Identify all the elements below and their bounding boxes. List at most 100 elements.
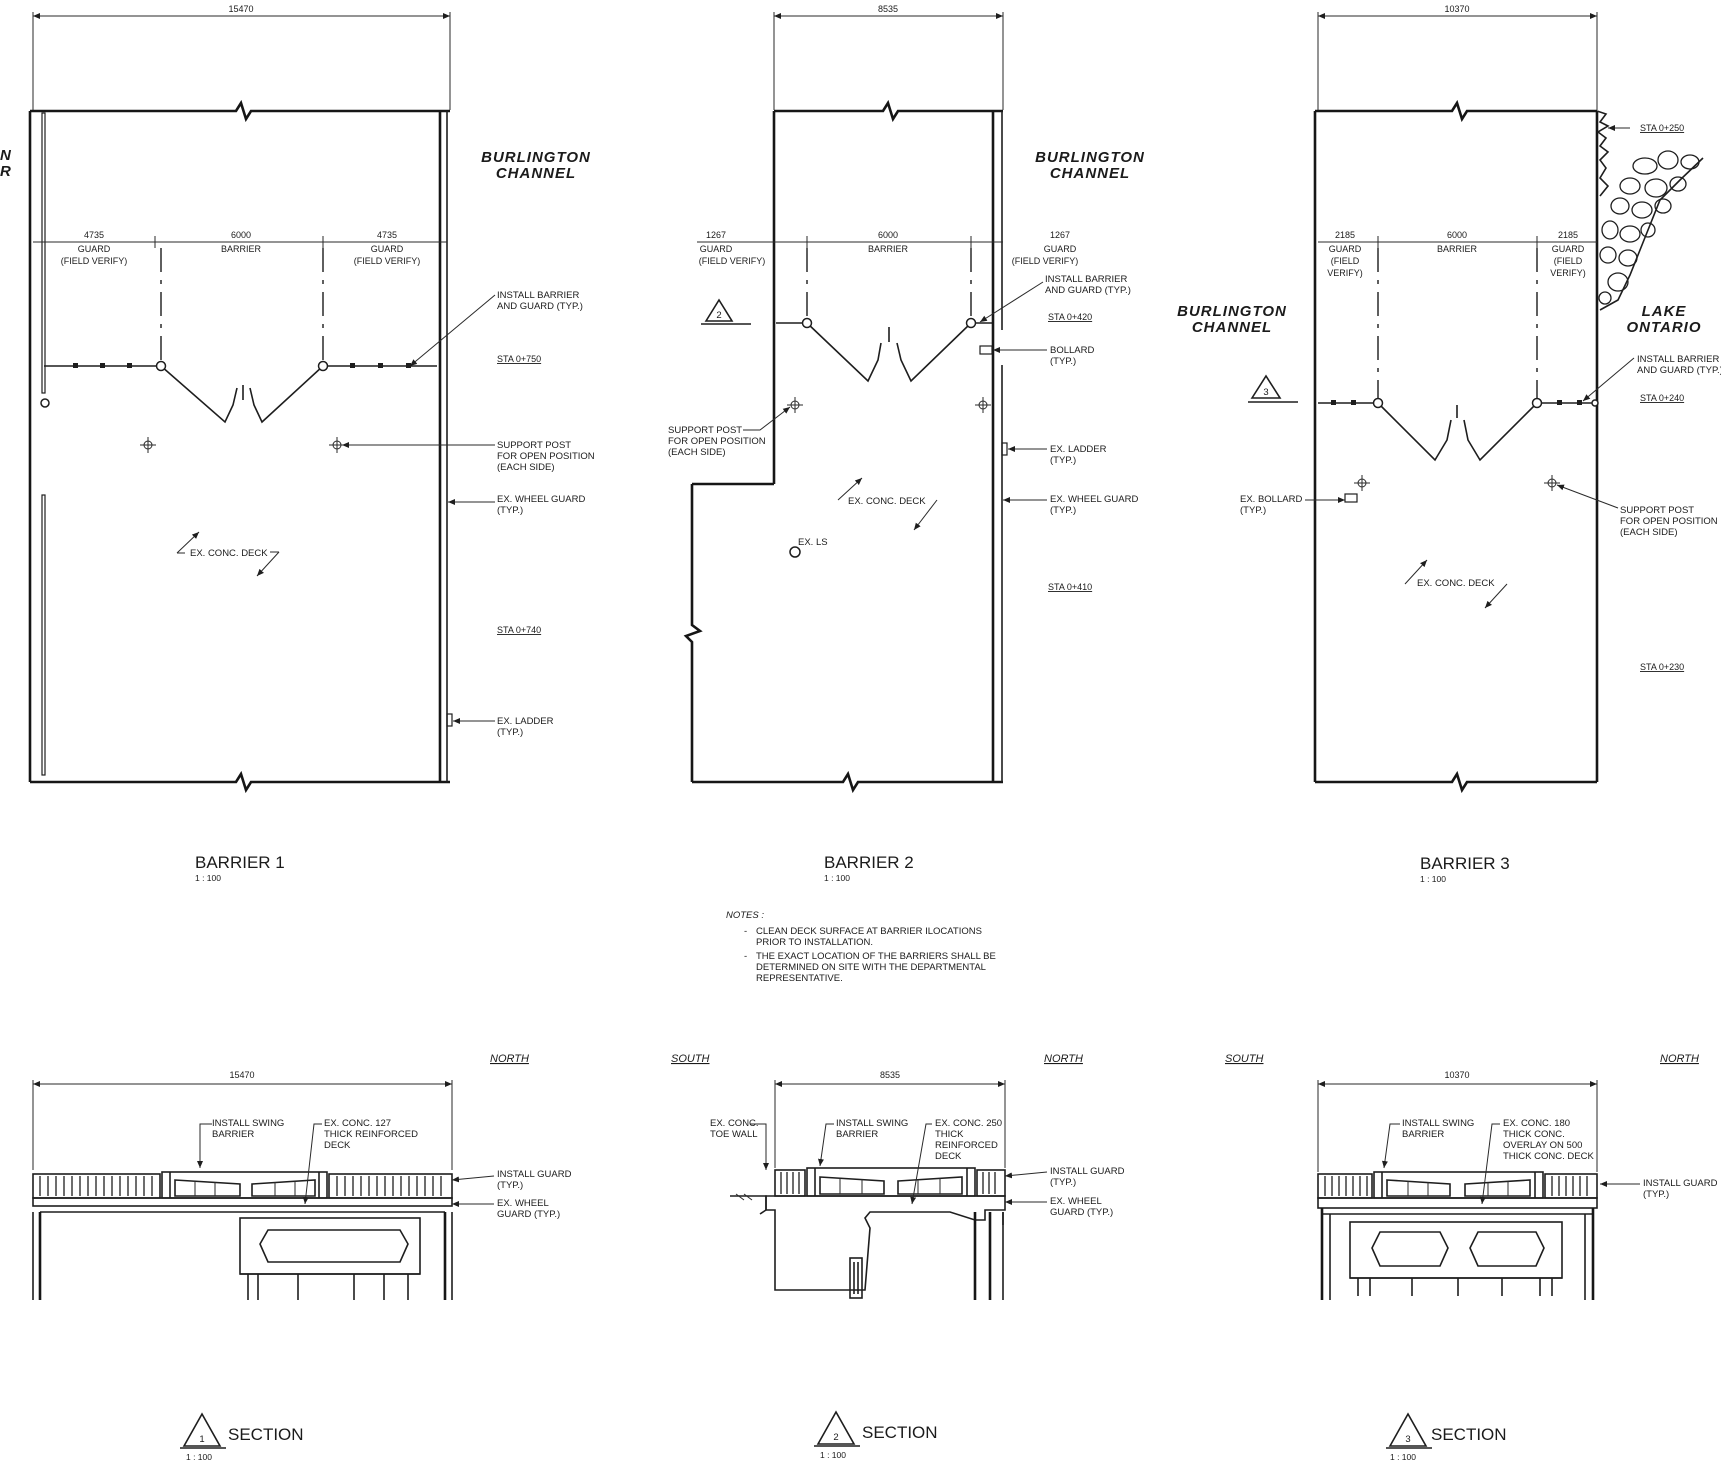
plan-1-water-label-line2: CHANNEL bbox=[496, 165, 576, 182]
plan-1-wheel-callout-line2: (TYP.) bbox=[497, 505, 523, 516]
plan-2-support-callout-line2: FOR OPEN POSITION bbox=[668, 436, 766, 447]
plan-2-install-callout-line1: INSTALL BARRIER bbox=[1045, 274, 1127, 285]
section-3-north: NORTH bbox=[1660, 1053, 1699, 1065]
section-3-swing-label-line1: INSTALL SWING bbox=[1402, 1118, 1474, 1129]
section-1-deck-label-line2: THICK REINFORCED bbox=[324, 1129, 418, 1140]
plan-3-water-label-line2: CHANNEL bbox=[1192, 319, 1272, 336]
notes-item-2-line3: REPRESENTATIVE. bbox=[756, 973, 843, 984]
section-3: SOUTH NORTH 10370 INSTALL SWING BARRIER bbox=[1225, 1053, 1718, 1462]
plan-3-mid-dim-label: BARRIER bbox=[1437, 244, 1478, 254]
plan-2-overall-dim: 8535 bbox=[878, 4, 898, 14]
plan-2-marker: 2 bbox=[716, 310, 721, 321]
section-3-guard-label-line2: (TYP.) bbox=[1643, 1189, 1669, 1200]
plan-1-mid-dim-label: BARRIER bbox=[221, 244, 262, 254]
plan-3-right-dim-label: GUARD bbox=[1552, 244, 1585, 254]
plan-3-support-callout-line1: SUPPORT POST bbox=[1620, 505, 1694, 516]
section-2-title: SECTION bbox=[862, 1423, 938, 1442]
section-2-north: NORTH bbox=[1044, 1053, 1083, 1065]
notes-item-1-line2: PRIOR TO INSTALLATION. bbox=[756, 937, 873, 948]
plan-2-water-label-line2: CHANNEL bbox=[1050, 165, 1130, 182]
section-2-guard-label-line2: (TYP.) bbox=[1050, 1177, 1076, 1188]
section-1-guard-label-line1: INSTALL GUARD bbox=[497, 1169, 572, 1180]
plan-1-ladder-callout-line1: EX. LADDER bbox=[497, 716, 554, 727]
plan-2-install-callout-line2: AND GUARD (TYP.) bbox=[1045, 285, 1131, 296]
plan-2-wheel-callout-line1: EX. WHEEL GUARD bbox=[1050, 494, 1138, 505]
plan-1-sta-bottom: STA 0+740 bbox=[497, 625, 541, 635]
plan-1-deck-label: EX. CONC. DECK bbox=[190, 548, 268, 559]
plan-1-right-dim-label: GUARD bbox=[371, 244, 404, 254]
plan-3-deck-label: EX. CONC. DECK bbox=[1417, 578, 1495, 589]
section-3-swing-label-line2: BARRIER bbox=[1402, 1129, 1444, 1140]
plan-3-sta-mid: STA 0+240 bbox=[1640, 393, 1684, 403]
section-2-deck-label-line2: THICK bbox=[935, 1129, 964, 1140]
plan-2-ladder-callout-line1: EX. LADDER bbox=[1050, 444, 1107, 455]
plan-2-left-dim-note: (FIELD VERIFY) bbox=[699, 256, 766, 266]
section-1-scale: 1 : 100 bbox=[186, 1452, 212, 1462]
section-2-wheel-label-line1: EX. WHEEL bbox=[1050, 1196, 1102, 1207]
plan-2-left-dim-label: GUARD bbox=[700, 244, 733, 254]
section-2-swing-label-line1: INSTALL SWING bbox=[836, 1118, 908, 1129]
section-1-deck-label-line3: DECK bbox=[324, 1140, 351, 1151]
plan-2-left-dim-value: 1267 bbox=[706, 230, 726, 240]
plan-1-overall-dim: 15470 bbox=[228, 4, 253, 14]
section-3-overall-dim: 10370 bbox=[1444, 1070, 1469, 1080]
section-3-deck-label-line3: OVERLAY ON 500 bbox=[1503, 1140, 1582, 1151]
plan-3-support-callout-line3: (EACH SIDE) bbox=[1620, 527, 1678, 538]
plan-2-support-callout-line1: SUPPORT POST bbox=[668, 425, 742, 436]
plan-barrier-2: 8535 1267 GUARD (FIELD VERIFY) 6000 BARR… bbox=[668, 4, 1145, 883]
plan-3-right-dim-note1: (FIELD bbox=[1554, 256, 1583, 266]
plan-2-deck-label: EX. CONC. DECK bbox=[848, 496, 926, 507]
plan-2-water-label-line1: BURLINGTON bbox=[1035, 149, 1145, 166]
plan-barrier-3: 10370 2185 GUARD (FIELD VERIFY) 6000 BAR… bbox=[1177, 4, 1721, 884]
section-2-scale: 1 : 100 bbox=[820, 1450, 846, 1460]
section-2-overall-dim: 8535 bbox=[880, 1070, 900, 1080]
plan-2-right-dim-note: (FIELD VERIFY) bbox=[1012, 256, 1079, 266]
plan-1-right-dim-value: 4735 bbox=[377, 230, 397, 240]
plan-1-support-callout-line2: FOR OPEN POSITION bbox=[497, 451, 595, 462]
section-2-wheel-label-line2: GUARD (TYP.) bbox=[1050, 1207, 1113, 1218]
section-2-deck-label-line4: DECK bbox=[935, 1151, 962, 1162]
plan-3-title: BARRIER 3 bbox=[1420, 854, 1510, 873]
notes-item-2-line2: DETERMINED ON SITE WITH THE DEPARTMENTAL bbox=[756, 962, 986, 973]
plan-1-right-dim-note: (FIELD VERIFY) bbox=[354, 256, 421, 266]
plan-1-left-dim-note: (FIELD VERIFY) bbox=[61, 256, 128, 266]
plan-3-support-callout-line2: FOR OPEN POSITION bbox=[1620, 516, 1718, 527]
plan-1-water-label-line1: BURLINGTON bbox=[481, 149, 591, 166]
section-1-swing-label-line2: BARRIER bbox=[212, 1129, 254, 1140]
section-1-title: SECTION bbox=[228, 1425, 304, 1444]
plan-1-install-callout-line1: INSTALL BARRIER bbox=[497, 290, 579, 301]
plan-2-right-dim-value: 1267 bbox=[1050, 230, 1070, 240]
plan-3-install-callout-line1: INSTALL BARRIER bbox=[1637, 354, 1719, 365]
plan-3-overall-dim: 10370 bbox=[1444, 4, 1469, 14]
plan-1-wheel-callout-line1: EX. WHEEL GUARD bbox=[497, 494, 585, 505]
section-3-scale: 1 : 100 bbox=[1390, 1452, 1416, 1462]
plan-2-support-callout-line3: (EACH SIDE) bbox=[668, 447, 726, 458]
section-1-north: NORTH bbox=[490, 1053, 529, 1065]
plan-3-right-dim-note2: VERIFY) bbox=[1550, 268, 1586, 278]
section-2: SOUTH NORTH 8535 EX. CONC. TOE WALL INST… bbox=[671, 1053, 1125, 1460]
section-3-deck-label-line1: EX. CONC. 180 bbox=[1503, 1118, 1570, 1129]
plan-2-sta-top: STA 0+420 bbox=[1048, 312, 1092, 322]
plan-1-support-callout-line1: SUPPORT POST bbox=[497, 440, 571, 451]
plan-3-marker: 3 bbox=[1263, 387, 1268, 398]
section-2-toe-label-line2: TOE WALL bbox=[710, 1129, 758, 1140]
plan-2-bollard-callout-line2: (TYP.) bbox=[1050, 356, 1076, 367]
plan-3-left-dim-note2: VERIFY) bbox=[1327, 268, 1363, 278]
plan-1-sta-top: STA 0+750 bbox=[497, 354, 541, 364]
section-2-deck-label-line1: EX. CONC. 250 bbox=[935, 1118, 1002, 1129]
plan-3-left-dim-note1: (FIELD bbox=[1331, 256, 1360, 266]
plan-3-left-dim-value: 2185 bbox=[1335, 230, 1355, 240]
plan-3-lake-label-line1: LAKE bbox=[1642, 303, 1687, 320]
section-1: NORTH 15470 INSTALL SWING BARRIER bbox=[32, 1053, 572, 1462]
notes-bullet-1: - bbox=[744, 926, 747, 937]
section-2-deck-label-line3: REINFORCED bbox=[935, 1140, 998, 1151]
plan-1-mid-dim-value: 6000 bbox=[231, 230, 251, 240]
plan-1-title: BARRIER 1 bbox=[195, 853, 285, 872]
plan-3-sta-top: STA 0+250 bbox=[1640, 123, 1684, 133]
section-1-wheel-label-line1: EX. WHEEL bbox=[497, 1198, 549, 1209]
notes-bullet-2: - bbox=[744, 951, 747, 962]
section-2-south: SOUTH bbox=[671, 1053, 710, 1065]
section-3-guard-label-line1: INSTALL GUARD bbox=[1643, 1178, 1718, 1189]
section-2-toe-label-line1: EX. CONC. bbox=[710, 1118, 759, 1129]
